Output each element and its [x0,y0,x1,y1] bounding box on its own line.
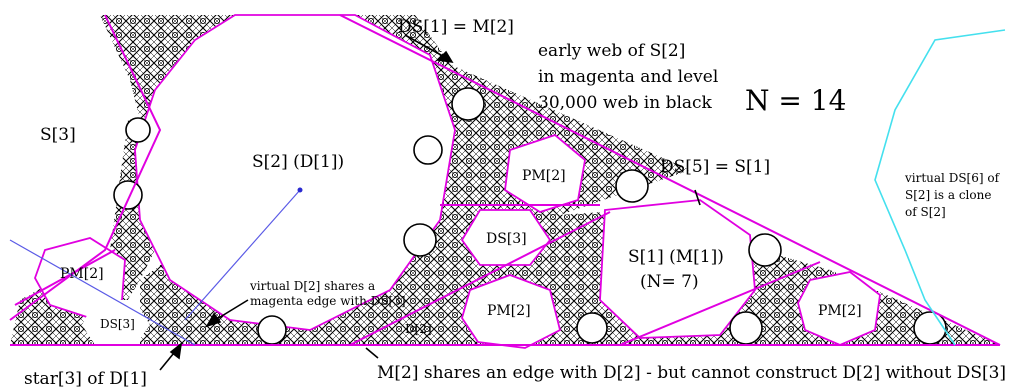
label-ds1-m2: DS[1] = M[2] [398,17,514,37]
label-ds3-left: DS[3] [100,317,135,331]
label-virtual-d2-1: virtual D[2] shares a [249,279,375,293]
label-virtual-ds6-2: S[2] is a clone [905,188,991,202]
label-s3: S[3] [40,125,76,145]
label-pm2-top: PM[2] [522,168,566,184]
label-bottom-note: M[2] shares an edge with D[2] - but cann… [377,363,1006,383]
label-n7: (N= 7) [640,272,699,292]
label-pm2-left: PM[2] [60,266,104,282]
label-virtual-ds6-3: of S[2] [905,205,946,219]
label-early-web-3: 30,000 web in black [538,93,713,113]
label-s2-d1: S[2] (D[1]) [252,152,344,172]
tile-s1 [600,200,755,338]
label-early-web-2: in magenta and level [538,67,718,87]
label-virtual-d2-2: magenta edge with DS[3] [250,294,406,308]
label-ds3-mid: DS[3] [486,231,527,247]
label-ds5-s1: DS[5] = S[1] [660,157,770,177]
label-pm2-right: PM[2] [818,303,862,319]
label-virtual-ds6-1: virtual DS[6] of [904,171,1001,185]
label-early-web-1: early web of S[2] [538,41,685,61]
label-s1-m1: S[1] (M[1]) [628,247,724,267]
label-d2: D[2] [405,322,432,336]
label-pm2-mid: PM[2] [487,303,531,319]
label-star3: star[3] of D[1] [24,369,147,389]
label-n14: N = 14 [745,84,846,117]
